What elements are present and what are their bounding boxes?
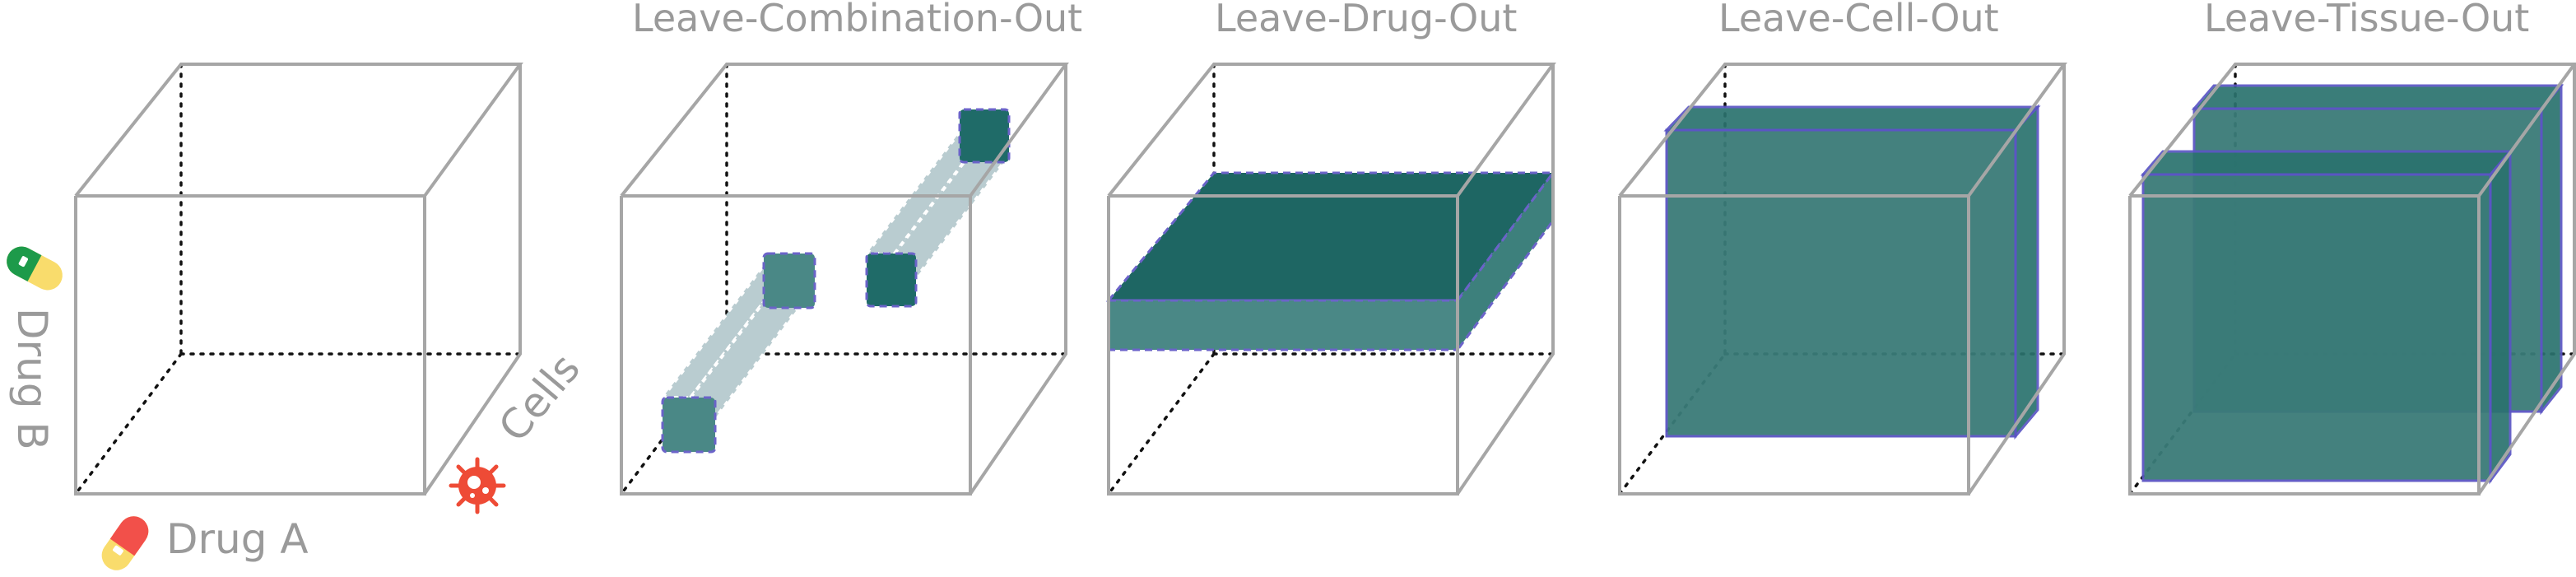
held-out-slab-front [1107, 299, 1459, 351]
panel-title: Leave-Drug-Out [1215, 0, 1517, 40]
panel-leave-drug-out: Leave-Drug-Out [1105, 0, 1556, 496]
panel-leave-tissue-out: Leave-Tissue-Out [2128, 0, 2576, 496]
held-out-slab-top [2140, 150, 2513, 176]
cube-right-face [1456, 64, 1555, 496]
held-out-slab-top [1663, 105, 2041, 132]
hidden-edge [1107, 352, 1216, 496]
cube-top-face [2128, 63, 2576, 198]
held-out-slab-side [2540, 81, 2563, 416]
cube-right-face [2477, 64, 2576, 496]
held-out-combination [661, 396, 717, 454]
cube-front-face [74, 194, 426, 496]
cube-top-face [1618, 63, 2067, 198]
panel-leave-combination-out: Leave-Combination-Out [620, 0, 1082, 496]
held-out-combination [958, 108, 1011, 164]
held-out-slab-front [1665, 128, 2017, 438]
axes-cube [74, 63, 523, 496]
panel-title: Leave-Tissue-Out [2204, 0, 2529, 40]
held-out-combination [865, 252, 918, 308]
pill-icon [101, 516, 149, 570]
cube-right-face [969, 64, 1067, 496]
held-out-slab-top [2191, 84, 2564, 110]
cells-axis-label: Cells [490, 345, 589, 451]
cube-right-face [423, 64, 522, 496]
cube-top-face [74, 63, 523, 198]
panel-title: Leave-Combination-Out [632, 0, 1082, 40]
cube-top-face [1107, 63, 1556, 198]
hidden-edge [74, 352, 183, 496]
held-out-combination [762, 252, 816, 309]
held-out-slab-front [2141, 173, 2492, 482]
panel-title: Leave-Cell-Out [1718, 0, 1999, 40]
drug-b-axis-label: Drug B [8, 308, 56, 450]
cube-right-face [1967, 64, 2066, 496]
panel-leave-cell-out: Leave-Cell-Out [1618, 0, 2067, 496]
virus-icon [449, 457, 506, 514]
drug-a-axis-label: Drug A [166, 515, 309, 563]
cube-top-face [620, 63, 1069, 198]
pill-icon [7, 246, 63, 291]
held-out-slab-side [2489, 147, 2512, 485]
held-out-slab-side [2014, 104, 2039, 440]
